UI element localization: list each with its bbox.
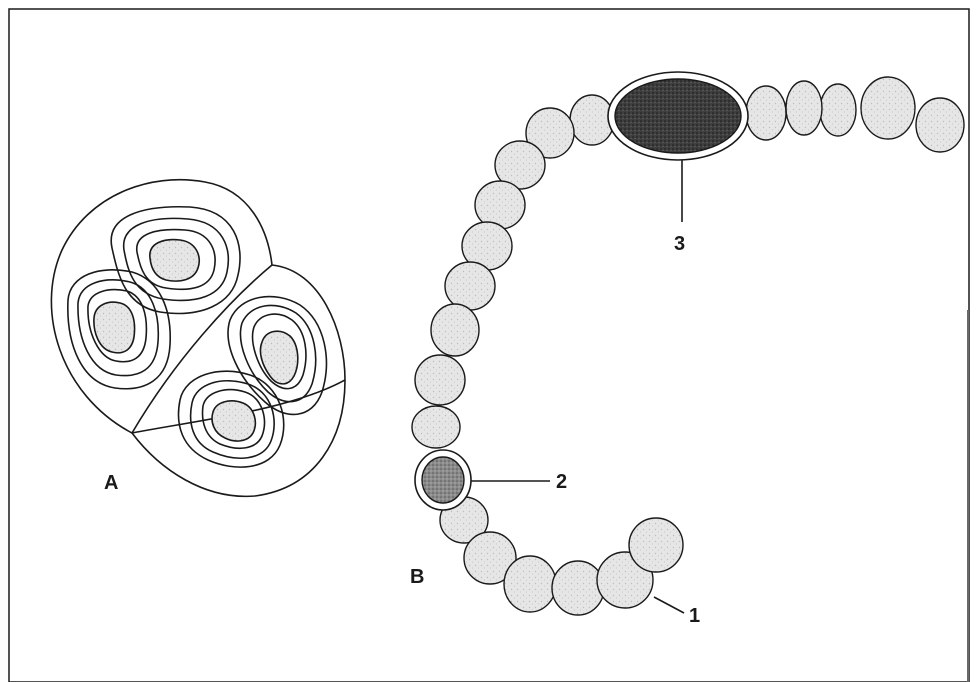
filament-cell <box>820 84 856 136</box>
callout-label-2: 2 <box>556 471 567 493</box>
filament-cell <box>786 81 822 135</box>
filament-cell <box>412 406 460 448</box>
nucleus-bottom <box>212 401 255 441</box>
nucleus-left <box>94 302 135 353</box>
filament-cell <box>431 304 479 356</box>
colony-outer-sheath <box>51 180 345 497</box>
panel-b-label: B <box>410 566 424 588</box>
panel-a-label: A <box>104 472 118 494</box>
colony-cell-top <box>111 207 240 314</box>
filament-cell <box>552 561 604 615</box>
filament-cell <box>415 355 465 405</box>
heterocyst <box>415 450 471 510</box>
filament-cell <box>504 556 556 612</box>
nucleus-top <box>150 240 199 282</box>
akinete <box>608 72 748 160</box>
filament-cell <box>570 95 614 145</box>
filament-cell <box>861 77 915 139</box>
colony-cell-bottom <box>178 371 283 467</box>
filament-cell <box>445 262 495 310</box>
callout-line-1 <box>654 597 684 613</box>
filament-cell <box>916 98 964 152</box>
callout-label-3: 3 <box>674 233 685 255</box>
colony-cell-left <box>68 270 170 389</box>
filament-cell-end-2 <box>629 518 683 572</box>
panel-b-filament <box>412 72 964 615</box>
panel-a-colony <box>51 180 345 497</box>
filament-cell <box>746 86 786 140</box>
callout-label-1: 1 <box>689 605 700 627</box>
